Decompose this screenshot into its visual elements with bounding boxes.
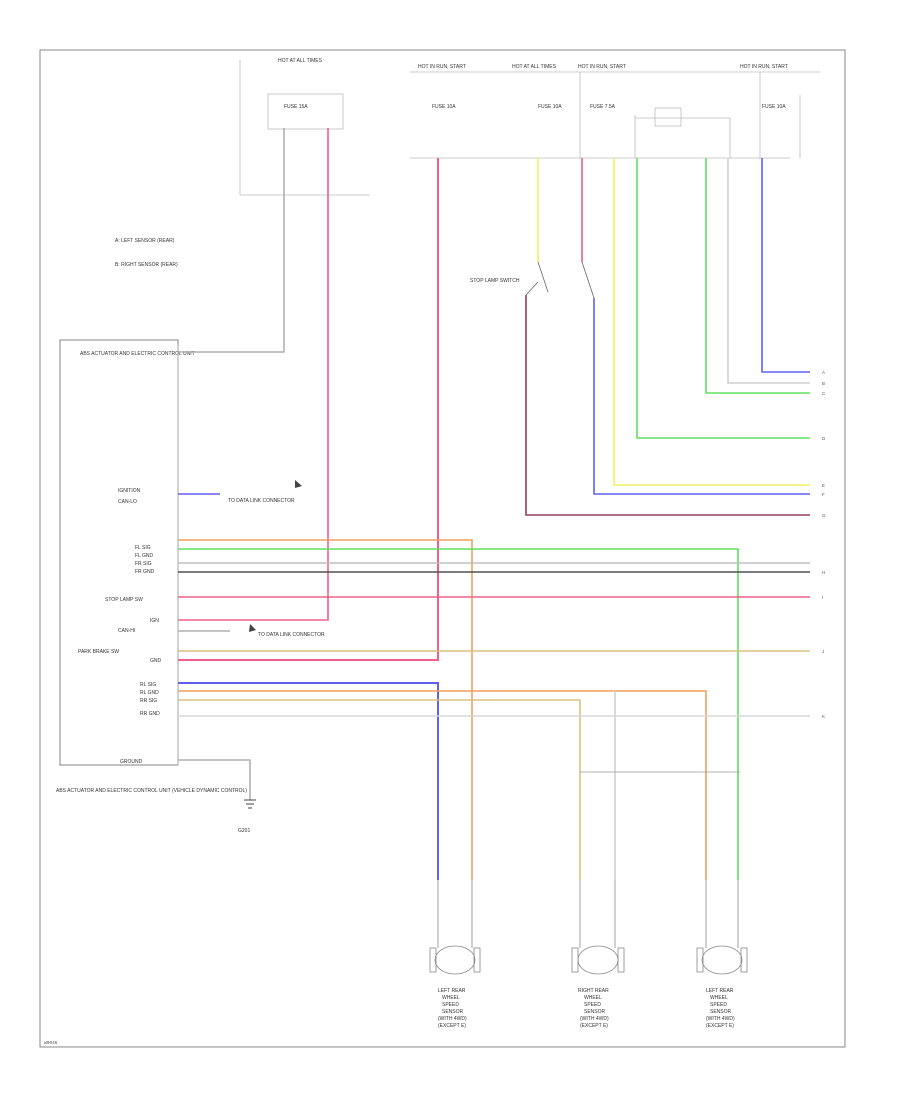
svg-text:SENSOR: SENSOR — [584, 1009, 606, 1015]
power-rails — [239, 60, 820, 196]
side-label-fr-sig: FR SIG — [135, 561, 152, 567]
wire-blue-1 — [593, 298, 810, 495]
svg-text:SPEED: SPEED — [710, 1002, 727, 1008]
wire-blue-4 — [178, 682, 439, 880]
diagram-border — [39, 49, 846, 1048]
wires — [178, 128, 810, 880]
side-label-ignition: IGNITION — [118, 488, 141, 494]
side-label-ign: IGN — [150, 618, 159, 624]
wire-green-3 — [178, 548, 739, 880]
sensor-left-rear — [429, 880, 481, 975]
wire-orange-2 — [178, 690, 707, 880]
side-label-rl-gnd: RL GND — [140, 690, 159, 696]
legend-line-1: A: LEFT SENSOR (REAR) — [115, 238, 175, 244]
side-label-can-hi: CAN-HI — [118, 628, 135, 634]
to-data-link-note-2: TO DATA LINK CONNECTOR — [258, 632, 325, 638]
to-data-link-note-1: TO DATA LINK CONNECTOR — [228, 498, 295, 504]
arrow-1 — [295, 480, 302, 488]
side-label-rr-gnd: RR GND — [140, 711, 160, 717]
stop-lamp-switch — [525, 261, 595, 299]
fuse-label-2: FUSE 10A — [432, 104, 456, 110]
fuse-label-3: FUSE 10A — [538, 104, 562, 110]
right-ref-c: C — [822, 391, 826, 396]
wire-green-2 — [705, 158, 810, 394]
abs-module-caption: ABS ACTUATOR AND ELECTRIC CONTROL UNIT (… — [56, 788, 247, 794]
svg-text:LEFT REAR: LEFT REAR — [706, 988, 734, 994]
module-side-labels: IGNITION CAN-LO FL SIG FL GND FR SIG FR … — [78, 488, 162, 717]
sensor-label-1: LEFT REAR WHEEL SPEED SENSOR (WITH 4WD) … — [438, 988, 467, 1029]
side-label-fl-gnd: FL GND — [135, 553, 154, 559]
label-hot-in-run-3: HOT IN RUN, START — [740, 64, 788, 70]
wire-orange-1 — [178, 539, 473, 880]
right-ref-f: F — [822, 492, 825, 497]
svg-text:(EXCEPT E): (EXCEPT E) — [706, 1023, 734, 1029]
side-label-gnd: GND — [150, 658, 162, 664]
right-ref-i: I — [822, 595, 823, 600]
svg-text:WHEEL: WHEEL — [710, 995, 728, 1001]
label-hot-in-run-2: HOT IN RUN, START — [578, 64, 626, 70]
svg-text:(EXCEPT E): (EXCEPT E) — [438, 1023, 466, 1029]
side-label-rl-sig: RL SIG — [140, 682, 156, 688]
wire-maroon-1 — [525, 295, 810, 516]
right-ref-d: D — [822, 436, 826, 441]
side-label-fl-sig: FL SIG — [135, 545, 151, 551]
arrow-2 — [249, 624, 256, 632]
svg-text:(WITH 4WD): (WITH 4WD) — [580, 1016, 609, 1022]
abs-control-module — [59, 339, 179, 766]
right-ref-a: A — [822, 370, 825, 375]
sensor-label-3: LEFT REAR WHEEL SPEED SENSOR (WITH 4WD) … — [706, 988, 735, 1029]
right-ref-b: B — [822, 381, 825, 386]
svg-text:SENSOR: SENSOR — [710, 1009, 732, 1015]
stop-lamp-switch-label: STOP LAMP SWITCH — [470, 278, 520, 284]
right-edge-refs: A B C D E F G H I J K — [822, 370, 826, 719]
svg-text:WHEEL: WHEEL — [442, 995, 460, 1001]
label-hot-at-all-times: HOT AT ALL TIMES — [278, 58, 323, 64]
svg-text:(WITH 4WD): (WITH 4WD) — [438, 1016, 467, 1022]
right-ref-j: J — [822, 649, 824, 654]
fuse-label-1: FUSE 15A — [284, 104, 308, 110]
svg-text:LEFT REAR: LEFT REAR — [438, 988, 466, 994]
wire-gray-1 — [178, 128, 285, 353]
diagram-footer-id: W0046 — [44, 1040, 58, 1046]
ground-symbol — [244, 799, 256, 809]
label-hot-in-run-1: HOT IN RUN, START — [418, 64, 466, 70]
fuse-label-4: FUSE 7.5A — [590, 104, 616, 110]
ground-label: G201 — [238, 828, 250, 834]
svg-text:(WITH 4WD): (WITH 4WD) — [706, 1016, 735, 1022]
wire-gray-2 — [727, 158, 810, 384]
side-label-park-brake-sw: PARK BRAKE SW — [78, 649, 119, 655]
wire-gray-6 — [178, 759, 251, 800]
side-label-fr-gnd: FR GND — [135, 569, 155, 575]
wire-red-1 — [178, 128, 329, 621]
wire-red-2 — [178, 158, 439, 661]
right-ref-h: H — [822, 570, 825, 575]
abs-module-title: ABS ACTUATOR AND ELECTRIC CONTROL UNIT — [80, 351, 195, 357]
sensor-label-2: RIGHT REAR WHEEL SPEED SENSOR (WITH 4WD)… — [578, 988, 609, 1029]
label-hot-at-all-times-2: HOT AT ALL TIMES — [512, 64, 557, 70]
svg-text:SENSOR: SENSOR — [442, 1009, 464, 1015]
wire-yellow-2 — [613, 158, 810, 486]
svg-text:RIGHT REAR: RIGHT REAR — [578, 988, 609, 994]
legend-line-2: B: RIGHT SENSOR (REAR) — [115, 262, 178, 268]
wire-tan-2 — [178, 699, 581, 880]
svg-text:SPEED: SPEED — [442, 1002, 459, 1008]
right-ref-k: K — [822, 714, 825, 719]
abs-module-ground-label: GROUND — [120, 759, 143, 765]
svg-text:WHEEL: WHEEL — [584, 995, 602, 1001]
wire-green-1 — [636, 158, 810, 439]
side-label-can-lo: CAN-LO — [118, 499, 137, 505]
sensor-right-rear — [571, 880, 625, 975]
side-label-rr-sig: RR SIG — [140, 698, 157, 704]
svg-text:SPEED: SPEED — [584, 1002, 601, 1008]
sensor-left-rear-2 — [696, 880, 748, 975]
fuse-label-5: FUSE 10A — [762, 104, 786, 110]
right-ref-e: E — [822, 483, 825, 488]
side-label-stop-lamp-sw: STOP LAMP SW — [105, 597, 143, 603]
svg-text:(EXCEPT E): (EXCEPT E) — [580, 1023, 608, 1029]
right-ref-g: G — [822, 513, 826, 518]
wire-blue-2 — [761, 158, 810, 373]
